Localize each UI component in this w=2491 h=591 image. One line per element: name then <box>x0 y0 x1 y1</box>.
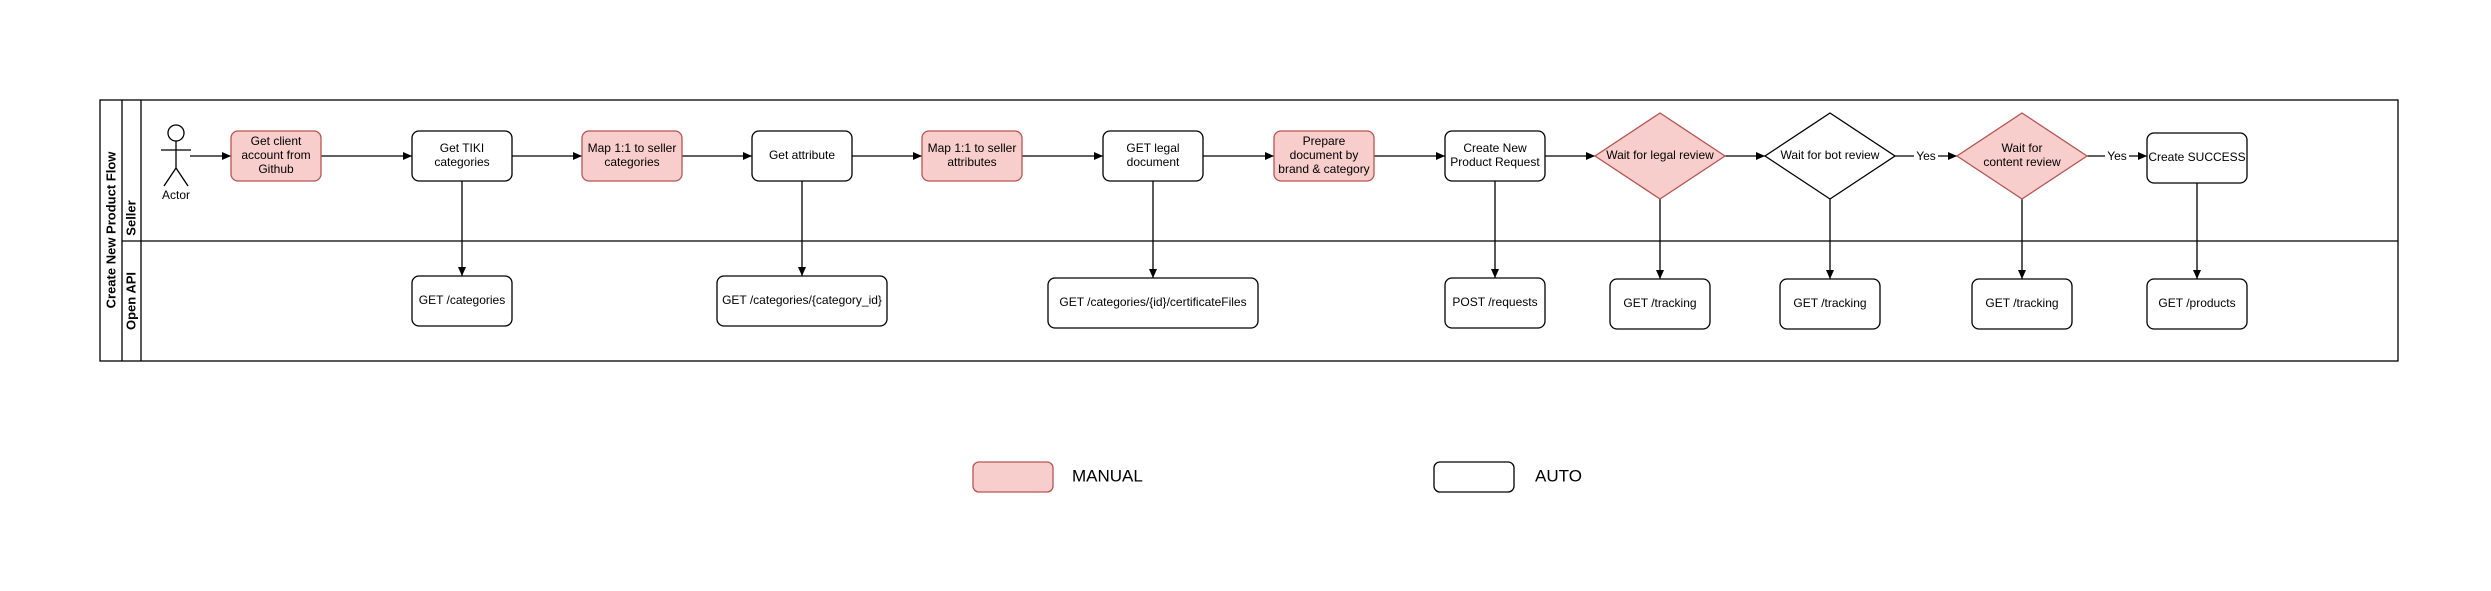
node-n12: Create SUCCESS <box>2146 132 2248 184</box>
node-a9: GET /tracking <box>1609 278 1711 330</box>
edge-label-yes: Yes <box>1916 149 1936 163</box>
pool-title: Create New Product Flow <box>103 151 118 309</box>
node-n12-shape <box>2146 132 2248 184</box>
node-a4: GET /categories/{category_id} <box>716 275 888 327</box>
node-a11: GET /tracking <box>1971 278 2073 330</box>
node-n11-label: Wait for <box>2002 141 2043 155</box>
node-n5-label: Map 1:1 to seller <box>928 141 1017 155</box>
node-n2-label: categories <box>434 155 489 169</box>
node-a2: GET /categories <box>411 275 513 327</box>
lane-label-seller: Seller <box>123 200 138 235</box>
node-n8-shape <box>1444 130 1546 182</box>
node-n9-label: Wait for legal review <box>1606 148 1714 162</box>
node-n1-label: account from <box>241 148 310 162</box>
node-n10-label: Wait for bot review <box>1781 148 1880 162</box>
node-n1-label: Get client <box>251 134 302 148</box>
node-n12-label: Create SUCCESS <box>2148 150 2245 164</box>
node-a2-label: GET /categories <box>419 293 505 307</box>
node-n5-shape <box>921 130 1023 182</box>
legend-auto-swatch <box>1433 461 1515 493</box>
node-a2-shape <box>411 275 513 327</box>
node-n9: Wait for legal review <box>1593 112 1727 200</box>
edge-label-bg <box>1914 148 1938 164</box>
edges: Yes Yes <box>190 148 2201 279</box>
legend-manual-label: MANUAL <box>1072 466 1143 485</box>
node-n7-label: document by <box>1290 148 1359 162</box>
node-n2-shape <box>411 130 513 182</box>
node-a8-shape <box>1444 277 1546 329</box>
node-a11-shape <box>1971 278 2073 330</box>
node-a11-label: GET /tracking <box>1985 296 2058 310</box>
actor: Actor <box>161 124 191 202</box>
node-n10-shape <box>1763 112 1897 200</box>
node-n9-shape <box>1593 112 1727 200</box>
node-n11-shape <box>1955 112 2089 200</box>
node-n10: Wait for bot review <box>1763 112 1897 200</box>
lane-label-open-api: Open API <box>123 272 138 330</box>
node-a8: POST /requests <box>1444 277 1546 329</box>
node-n11-label: content review <box>1983 155 2061 169</box>
node-a10: GET /tracking <box>1779 278 1881 330</box>
node-n5-label: attributes <box>947 155 996 169</box>
node-a6-label: GET /categories/{id}/certificateFiles <box>1059 295 1246 309</box>
node-n8-label: Product Request <box>1450 155 1540 169</box>
node-n7-label: brand & category <box>1278 162 1369 176</box>
node-a12: GET /products <box>2146 278 2248 330</box>
node-a6: GET /categories/{id}/certificateFiles <box>1047 277 1259 329</box>
actor-label: Actor <box>162 188 190 202</box>
node-n4: Get attribute <box>751 130 853 182</box>
node-n8-label: Create New <box>1463 141 1527 155</box>
node-n6-label: document <box>1127 155 1180 169</box>
node-n1-shape <box>230 130 322 182</box>
node-a6-shape <box>1047 277 1259 329</box>
node-n2-label: Get TIKI <box>440 141 484 155</box>
node-n6-label: GET legal <box>1126 141 1179 155</box>
node-n3-label: Map 1:1 to seller <box>588 141 677 155</box>
node-n3-label: categories <box>604 155 659 169</box>
edge-label-yes: Yes <box>2107 149 2127 163</box>
node-a8-label: POST /requests <box>1452 295 1537 309</box>
legend: MANUAL AUTO <box>972 461 1582 493</box>
legend-manual-swatch <box>972 461 1054 493</box>
pool-border <box>99 99 2399 362</box>
node-n3-shape <box>581 130 683 182</box>
node-n7-label: Prepare <box>1303 134 1346 148</box>
node-a12-label: GET /products <box>2158 296 2235 310</box>
node-a12-shape <box>2146 278 2248 330</box>
node-n4-shape <box>751 130 853 182</box>
node-n4-label: Get attribute <box>769 148 835 162</box>
node-n7-shape <box>1273 130 1375 182</box>
node-n1-label: Github <box>258 162 294 176</box>
node-a9-label: GET /tracking <box>1623 296 1696 310</box>
actor-icon <box>161 124 191 187</box>
node-a10-shape <box>1779 278 1881 330</box>
pool: Create New Product Flow Seller Open API <box>99 99 2399 362</box>
node-a4-label: GET /categories/{category_id} <box>722 293 882 307</box>
node-a10-label: GET /tracking <box>1793 296 1866 310</box>
node-n6-shape <box>1102 130 1204 182</box>
node-a4-shape <box>716 275 888 327</box>
legend-auto-label: AUTO <box>1535 466 1582 485</box>
edge-label-bg <box>2105 148 2129 164</box>
node-a9-shape <box>1609 278 1711 330</box>
